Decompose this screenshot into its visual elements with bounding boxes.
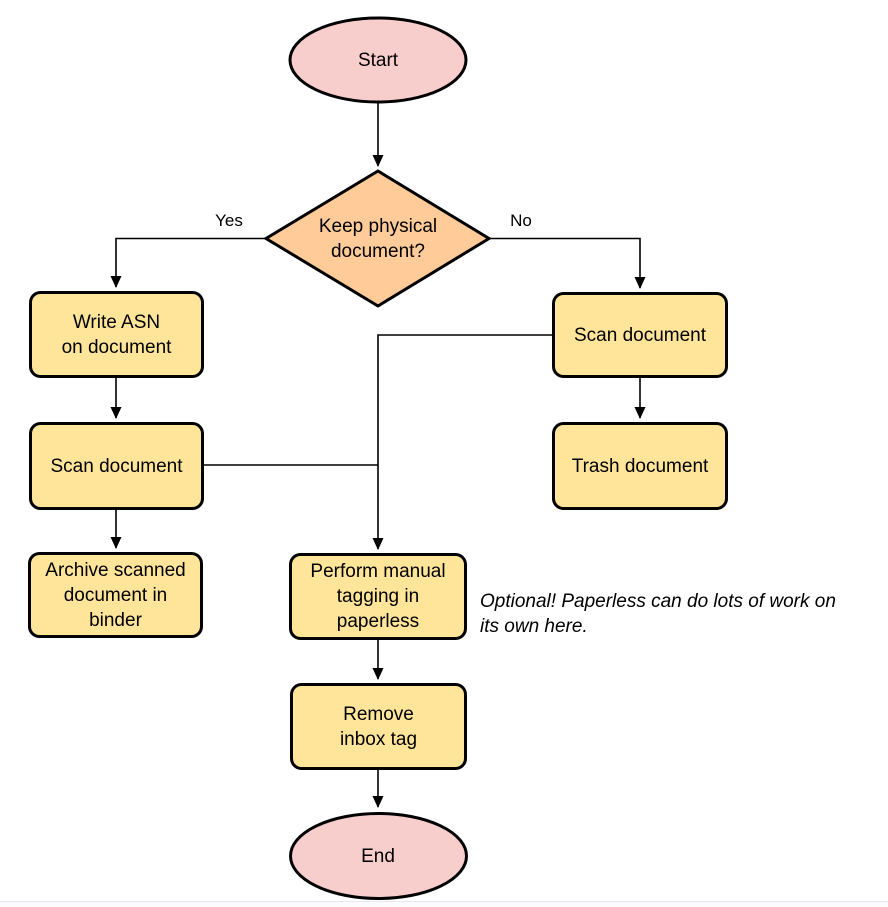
start-node-shape [288,16,468,104]
trash-node-shape [552,422,728,510]
scan-right-node-shape [552,292,728,378]
write-asn-node-shape [29,291,204,378]
edges [110,103,646,808]
decision-node-label: Keep physical document? [318,216,438,262]
tagging-node-label: Perform manual tagging in paperless [310,561,446,632]
edge-scan-right-to-tagging [372,334,552,550]
remove-inbox-node-label: Remove inbox tag [339,703,418,750]
archive-node-label: Archive scanned document in binder [45,559,186,631]
scan-left-node-shape [29,422,204,510]
scan-left-node-label: Scan document [50,455,183,477]
nodes [28,16,728,900]
edge-decision-yes-to-write-asn [110,237,265,288]
bottom-divider [0,901,888,907]
archive-node-shape [28,552,203,638]
optional-note-text: Optional! Paperless can do lots of work … [480,591,836,637]
scan-right-node-label: Scan document [573,324,707,346]
edge-decision-no-to-scan-right [490,237,646,289]
tagging-node-shape [289,553,467,640]
decision-node-shape [263,169,492,308]
end-node-label: End [361,845,395,867]
no-edge-label: No [510,211,532,230]
start-node-label: Start [357,49,399,71]
end-node-shape [289,812,468,900]
yes-edge-label: Yes [215,211,243,230]
trash-node-label: Trash document [571,455,709,477]
write-asn-node-label: Write ASN on document [61,311,172,358]
remove-inbox-node-shape [290,683,467,770]
